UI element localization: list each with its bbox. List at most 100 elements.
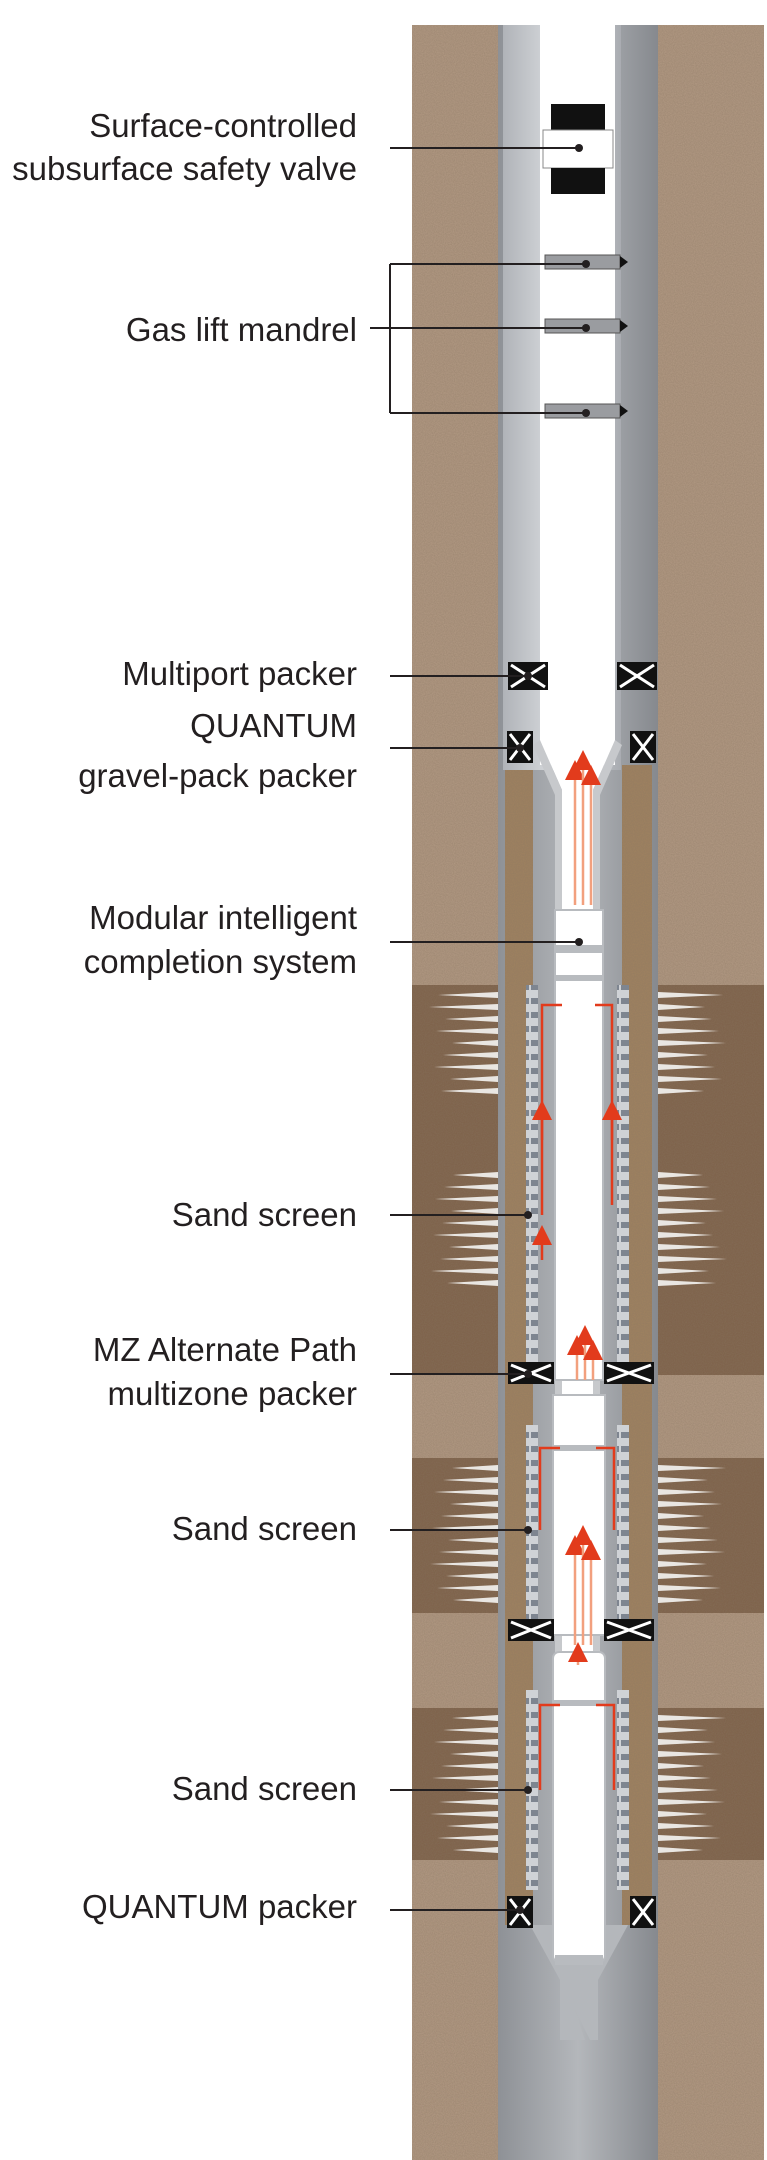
perforation-tunnel [658,1280,716,1286]
perforation-tunnel [658,1775,711,1781]
perforation-tunnel [658,992,723,998]
perforation-tunnel [658,1537,718,1543]
label-mz-line1: MZ Alternate Path [93,1331,357,1368]
perforation-tunnel [440,1256,498,1262]
perforation-tunnel [443,1052,498,1058]
perforation-tunnel [658,1501,722,1507]
perforation-tunnel [658,1465,726,1471]
perforation-tunnel [658,1727,708,1733]
packer-x-icon [508,1619,554,1641]
perforation-tunnel [434,1489,498,1495]
perforation-tunnel [445,1016,498,1022]
perforation-tunnel [658,1268,709,1274]
perforation-tunnel [450,1076,498,1082]
label-gas-lift-mandrel: Gas lift mandrel [126,311,357,348]
packer-x-icon [604,1619,654,1641]
perforation-tunnel [446,1573,498,1579]
perforation-tunnel [433,1232,498,1238]
perforation-tunnel [658,1751,722,1757]
inner-completion-string [552,909,606,1965]
leader-dot [582,260,590,268]
flow-path [540,1003,562,1215]
perforation-tunnel [437,1835,498,1841]
perforation-tunnel [658,1040,726,1046]
perforation-tunnel [434,1739,498,1745]
perforation-tunnel [658,1172,703,1178]
label-multiport-packer: Multiport packer [122,655,357,692]
packer-x-icon [630,1896,656,1928]
perforation-tunnel [658,1513,704,1519]
perforation-tunnel [658,1573,714,1579]
perforation-tunnel [658,1052,708,1058]
perforation-tunnel [658,1016,712,1022]
interval-control-valves [553,945,605,1706]
leader-dot [582,409,590,417]
perforation-tunnel [658,1823,714,1829]
perforation-tunnel [439,1549,498,1555]
perforation-tunnel [658,1220,706,1226]
perforation-tunnel [446,1823,498,1829]
perforation-tunnel [658,1184,710,1190]
perforation-tunnel [658,1256,727,1262]
label-mics-line1: Modular intelligent [89,899,357,936]
perforation-tunnel [658,1244,720,1250]
perforation-tunnel [450,1501,498,1507]
flow-path [538,1703,560,1790]
leader-dot [524,1526,532,1534]
perforation-tunnel [658,1208,724,1214]
perforation-tunnel [434,1064,498,1070]
leader-dot [575,144,583,152]
perforation-tunnel [658,1715,726,1721]
leader-dot [516,1906,524,1914]
packer-x-icon [630,731,656,763]
perforation-tunnel [658,1597,703,1603]
label-mz-line2: multizone packer [108,1375,357,1412]
perforation-tunnel [453,1172,498,1178]
label-quantum-gp-line2: gravel-pack packer [78,757,357,794]
perforation-tunnel [453,1597,498,1603]
perforation-tunnels [429,992,727,1853]
leader-dot [524,1786,532,1794]
perforation-tunnel [451,1208,498,1214]
perforation-tunnel [441,1513,498,1519]
perforation-tunnel [658,1811,707,1817]
perforation-tunnel [430,1561,498,1567]
perforation-tunnel [658,1847,703,1853]
perforation-tunnel [452,1465,498,1471]
leader-dot [524,672,532,680]
leader-dot [582,324,590,332]
packer-x-icon [604,1362,654,1384]
perforation-tunnel [442,1220,498,1226]
label-quantum-packer: QUANTUM packer [82,1888,357,1925]
label-sand-screen-1: Sand screen [172,1196,357,1233]
perforation-tunnel [437,1585,498,1591]
label-sand-screen-2: Sand screen [172,1510,357,1547]
perforation-tunnel [438,992,498,998]
perforation-tunnel [658,1739,715,1745]
leader-dot [524,1211,532,1219]
leader-dot [516,744,524,752]
perforation-tunnel [658,1489,715,1495]
perforation-tunnel [658,1028,719,1034]
perforation-tunnel [658,1561,707,1567]
perforation-tunnel [448,1537,498,1543]
label-sssv-line1: Surface-controlled [89,107,357,144]
perforation-tunnel [449,1244,498,1250]
perforation-tunnel [435,1196,498,1202]
leader-dot [575,938,583,946]
perforation-tunnel [439,1799,498,1805]
perforation-tunnel [452,1715,498,1721]
callout-labels: Surface-controlled subsurface safety val… [12,107,357,1925]
label-sand-screen-3: Sand screen [172,1770,357,1807]
perforation-tunnel [436,1028,498,1034]
perforation-tunnel [432,1775,498,1781]
leader-dot [524,1370,532,1378]
perforation-tunnel [658,1064,715,1070]
perforation-tunnel [658,1525,711,1531]
flow-path [596,1446,616,1530]
perforation-tunnel [429,1004,498,1010]
perforation-tunnel [453,1847,498,1853]
sand-screen-assemblies [526,985,629,1890]
gas-lift-mandrel-icon [544,254,628,419]
